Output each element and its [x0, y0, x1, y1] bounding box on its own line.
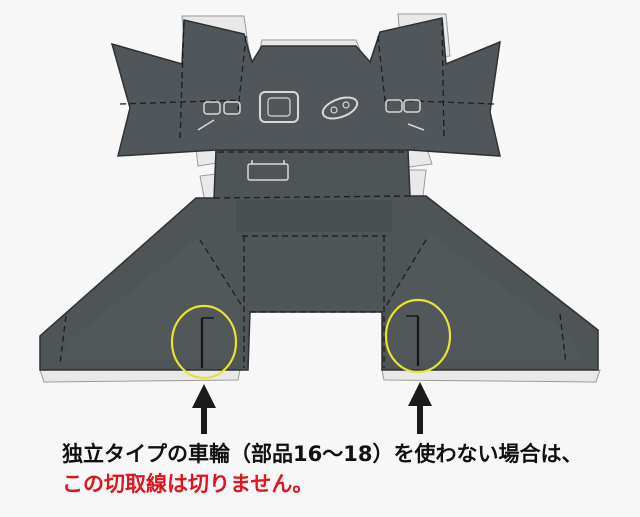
- detail-left-vents: [197, 101, 241, 131]
- highlight-circles: [170, 298, 452, 380]
- pointer-arrows: [192, 382, 432, 434]
- highlight-circle-left: [170, 304, 238, 380]
- arrow-left-icon: [192, 384, 216, 434]
- shading-right-wing: [390, 234, 580, 360]
- shading: [236, 200, 392, 232]
- caption-warning: この切取線は切りません。: [62, 472, 314, 496]
- highlight-circle-right: [384, 298, 452, 374]
- detail-cockpit-frame: [259, 91, 299, 123]
- detail-right-vents: [385, 99, 425, 131]
- papercraft-part: [39, 17, 599, 371]
- cut-lines: [200, 315, 420, 368]
- caption-instruction: 独立タイプの車輪（部品16〜18）を使わない場合は、: [62, 442, 583, 466]
- arrow-right-icon: [408, 382, 432, 434]
- fold-lines: [59, 19, 567, 368]
- printed-details: [197, 91, 425, 181]
- shading-left-wing: [60, 236, 240, 360]
- part-upper-body: [110, 17, 501, 157]
- detail-center-box: [247, 160, 289, 181]
- detail-oval-hatch: [321, 96, 359, 120]
